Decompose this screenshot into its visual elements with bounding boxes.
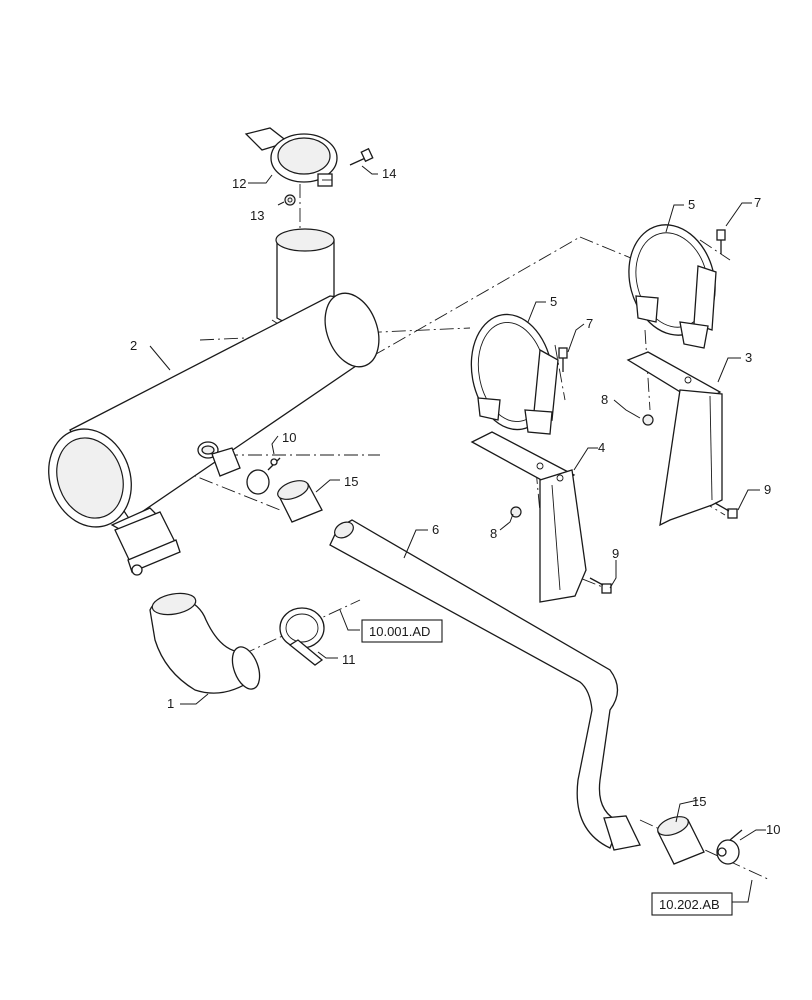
reference-10-202-ab-label: 10.202.AB: [659, 897, 720, 912]
pipe-stub-muffler: [211, 447, 241, 477]
callout-2: 2: [130, 338, 137, 353]
bolt-14: [349, 147, 374, 166]
reference-10-202-ab[interactable]: 10.202.AB: [651, 892, 733, 916]
strap-5-right: [628, 224, 717, 349]
bolt-7-middle: [558, 347, 568, 372]
hose-15-lower: [657, 816, 705, 865]
bracket-3: [626, 351, 723, 527]
callout-10-lower: 10: [766, 822, 780, 837]
callout-5-right: 5: [688, 197, 695, 212]
clamp-10-lower: [716, 829, 743, 865]
bolt-9-right: [714, 502, 738, 519]
callout-8-middle: 8: [490, 526, 497, 541]
nut-8-middle: [510, 506, 522, 518]
callout-7-right: 7: [754, 195, 761, 210]
elbow-pipe: [149, 592, 261, 694]
callouts: 12 13 14 2 1 11 10 15 6 5 7 5 7 3 4 8 8 …: [130, 166, 780, 837]
callout-12: 12: [232, 176, 246, 191]
callout-13: 13: [250, 208, 264, 223]
callout-14: 14: [382, 166, 396, 181]
reference-10-001-ad-label: 10.001.AD: [369, 624, 430, 639]
leader-lines: [149, 165, 766, 903]
callout-10-upper: 10: [282, 430, 296, 445]
bolt-9-middle: [589, 577, 612, 594]
clamp-11: [279, 607, 325, 666]
bracket-4: [470, 431, 587, 603]
reference-10-001-ad[interactable]: 10.001.AD: [361, 619, 443, 643]
callout-3: 3: [745, 350, 752, 365]
nut-13: [284, 194, 296, 206]
callout-15-lower: 15: [692, 794, 706, 809]
callout-6: 6: [432, 522, 439, 537]
bolt-7-right: [716, 229, 726, 254]
hose-15-upper: [277, 480, 323, 523]
strap-5-middle: [470, 313, 559, 435]
callout-8-right: 8: [601, 392, 608, 407]
callout-4: 4: [598, 440, 605, 455]
muffler-body: [48, 228, 380, 576]
callout-7-middle: 7: [586, 316, 593, 331]
tailpipe: [329, 519, 641, 851]
callout-11: 11: [342, 652, 356, 667]
callout-15-upper: 15: [344, 474, 358, 489]
callout-1: 1: [167, 696, 174, 711]
callout-9-middle: 9: [612, 546, 619, 561]
clamp-10-upper: [246, 457, 281, 495]
nut-8-right: [642, 414, 654, 426]
callout-9-right: 9: [764, 482, 771, 497]
rain-cap: [244, 127, 338, 187]
callout-5-middle: 5: [550, 294, 557, 309]
